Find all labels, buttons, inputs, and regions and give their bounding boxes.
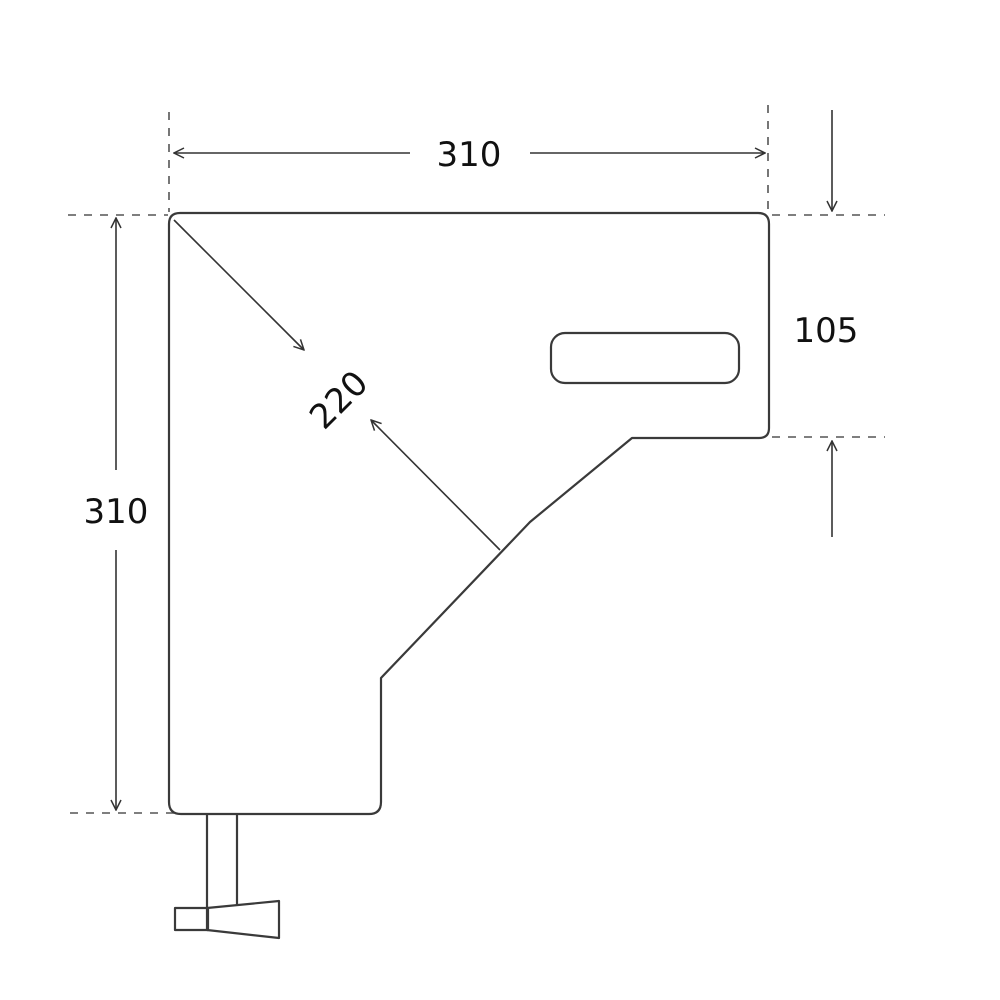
mounting-slot	[549, 331, 741, 385]
dim-diagonal-label: 220	[302, 363, 376, 437]
dim-diagonal-outer-arrow	[371, 420, 501, 551]
extension-lines	[68, 105, 885, 814]
dim-diagonal-inner-arrow	[173, 219, 304, 350]
clamp-handle-right	[205, 899, 281, 940]
dim-top-width-label: 310	[437, 135, 502, 175]
dim-left-height-label: 310	[84, 492, 149, 532]
clamp-handle-left	[173, 906, 210, 932]
clamp-screw-icon	[173, 815, 281, 940]
dim-arm-height-label: 105	[794, 311, 859, 351]
dimension-lines	[116, 110, 832, 810]
bracket-body-outline	[167, 211, 771, 816]
